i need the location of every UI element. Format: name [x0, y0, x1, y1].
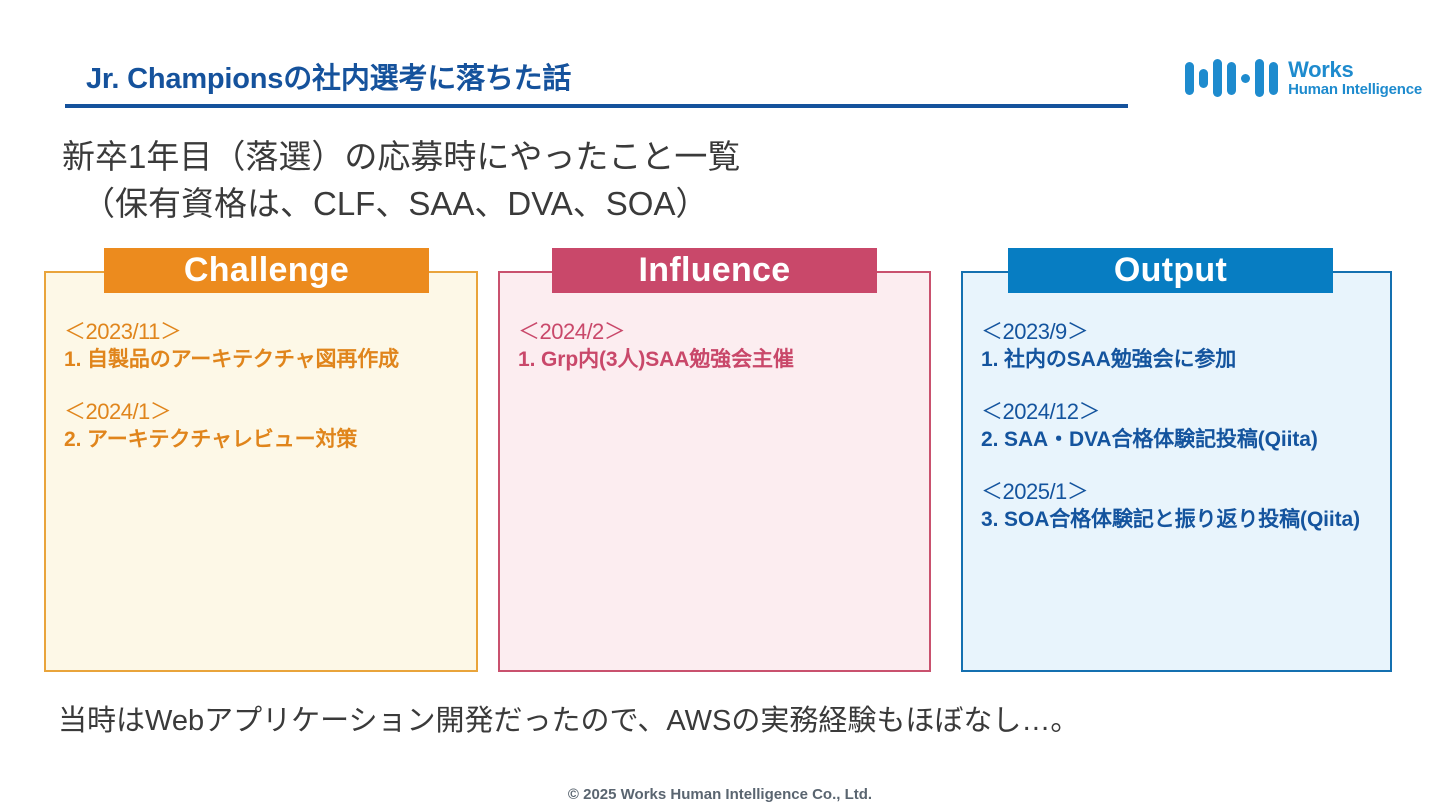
logo-line-2: Human Intelligence [1288, 80, 1422, 98]
logo-line-1: Works [1288, 56, 1354, 82]
entry-text: 1. Grp内(3人)SAA勉強会主催 [518, 347, 794, 371]
column-header-challenge: Challenge [104, 248, 429, 293]
list-item: ＜2024/2＞ 1. Grp内(3人)SAA勉強会主催 [518, 318, 915, 374]
entry-text: 2. SAA・DVA合格体験記投稿(Qiita) [981, 427, 1318, 451]
column-body-influence: ＜2024/2＞ 1. Grp内(3人)SAA勉強会主催 [500, 273, 929, 374]
list-item: ＜2024/12＞ 2. SAA・DVA合格体験記投稿(Qiita) [981, 398, 1376, 454]
entry-date: ＜2023/11＞ [64, 319, 182, 344]
logo-bars-icon [1185, 58, 1279, 98]
column-header-output: Output [1008, 248, 1333, 293]
column-challenge: Challenge ＜2023/11＞ 1. 自製品のアーキテクチャ図再作成 ＜… [44, 248, 478, 672]
title-underline-rule [65, 104, 1128, 108]
column-body-challenge: ＜2023/11＞ 1. 自製品のアーキテクチャ図再作成 ＜2024/1＞ 2.… [46, 273, 476, 454]
entry-date: ＜2024/2＞ [518, 319, 626, 344]
entry-date: ＜2024/1＞ [64, 399, 172, 425]
entry-date: ＜2023/9＞ [981, 319, 1089, 344]
entry-text: 1. 自製品のアーキテクチャ図再作成 [64, 347, 400, 371]
entry-date: ＜2024/12＞ [981, 399, 1101, 425]
subtitle-line-1: 新卒1年目（落選）の応募時にやったこと一覧 [62, 138, 741, 175]
list-item: ＜2023/9＞ 1. 社内のSAA勉強会に参加 [981, 318, 1376, 374]
slide-subtitle: 新卒1年目（落選）の応募時にやったこと一覧 （保有資格は、CLF、SAA、DVA… [62, 134, 740, 228]
company-logo: Works Human Intelligence [1185, 58, 1422, 98]
column-header-influence: Influence [552, 248, 877, 293]
list-item: ＜2025/1＞ 3. SOA合格体験記と振り返り投稿(Qiita) [981, 478, 1376, 534]
category-columns: Challenge ＜2023/11＞ 1. 自製品のアーキテクチャ図再作成 ＜… [0, 246, 1440, 676]
column-influence: Influence ＜2024/2＞ 1. Grp内(3人)SAA勉強会主催 [498, 248, 931, 672]
column-output: Output ＜2023/9＞ 1. 社内のSAA勉強会に参加 ＜2024/12… [961, 248, 1392, 672]
entry-text: 1. 社内のSAA勉強会に参加 [981, 347, 1237, 371]
list-item: ＜2023/11＞ 1. 自製品のアーキテクチャ図再作成 [64, 318, 462, 374]
footnote-text: 当時はWebアプリケーション開発だったので、AWSの実務経験もほぼなし…。 [58, 705, 1080, 737]
list-item: ＜2024/1＞ 2. アーキテクチャレビュー対策 [64, 398, 462, 454]
entry-text: 3. SOA合格体験記と振り返り投稿(Qiita) [981, 507, 1361, 531]
column-body-output: ＜2023/9＞ 1. 社内のSAA勉強会に参加 ＜2024/12＞ 2. SA… [963, 273, 1390, 534]
entry-date: ＜2025/1＞ [981, 479, 1089, 505]
logo-wordmark: Works Human Intelligence [1288, 56, 1422, 98]
copyright-text: © 2025 Works Human Intelligence Co., Ltd… [567, 786, 873, 803]
subtitle-line-2: （保有資格は、CLF、SAA、DVA、SOA） [82, 184, 709, 222]
entry-text: 2. アーキテクチャレビュー対策 [64, 427, 358, 451]
page-title: Jr. Championsの社内選考に落ちた話 [86, 63, 572, 95]
